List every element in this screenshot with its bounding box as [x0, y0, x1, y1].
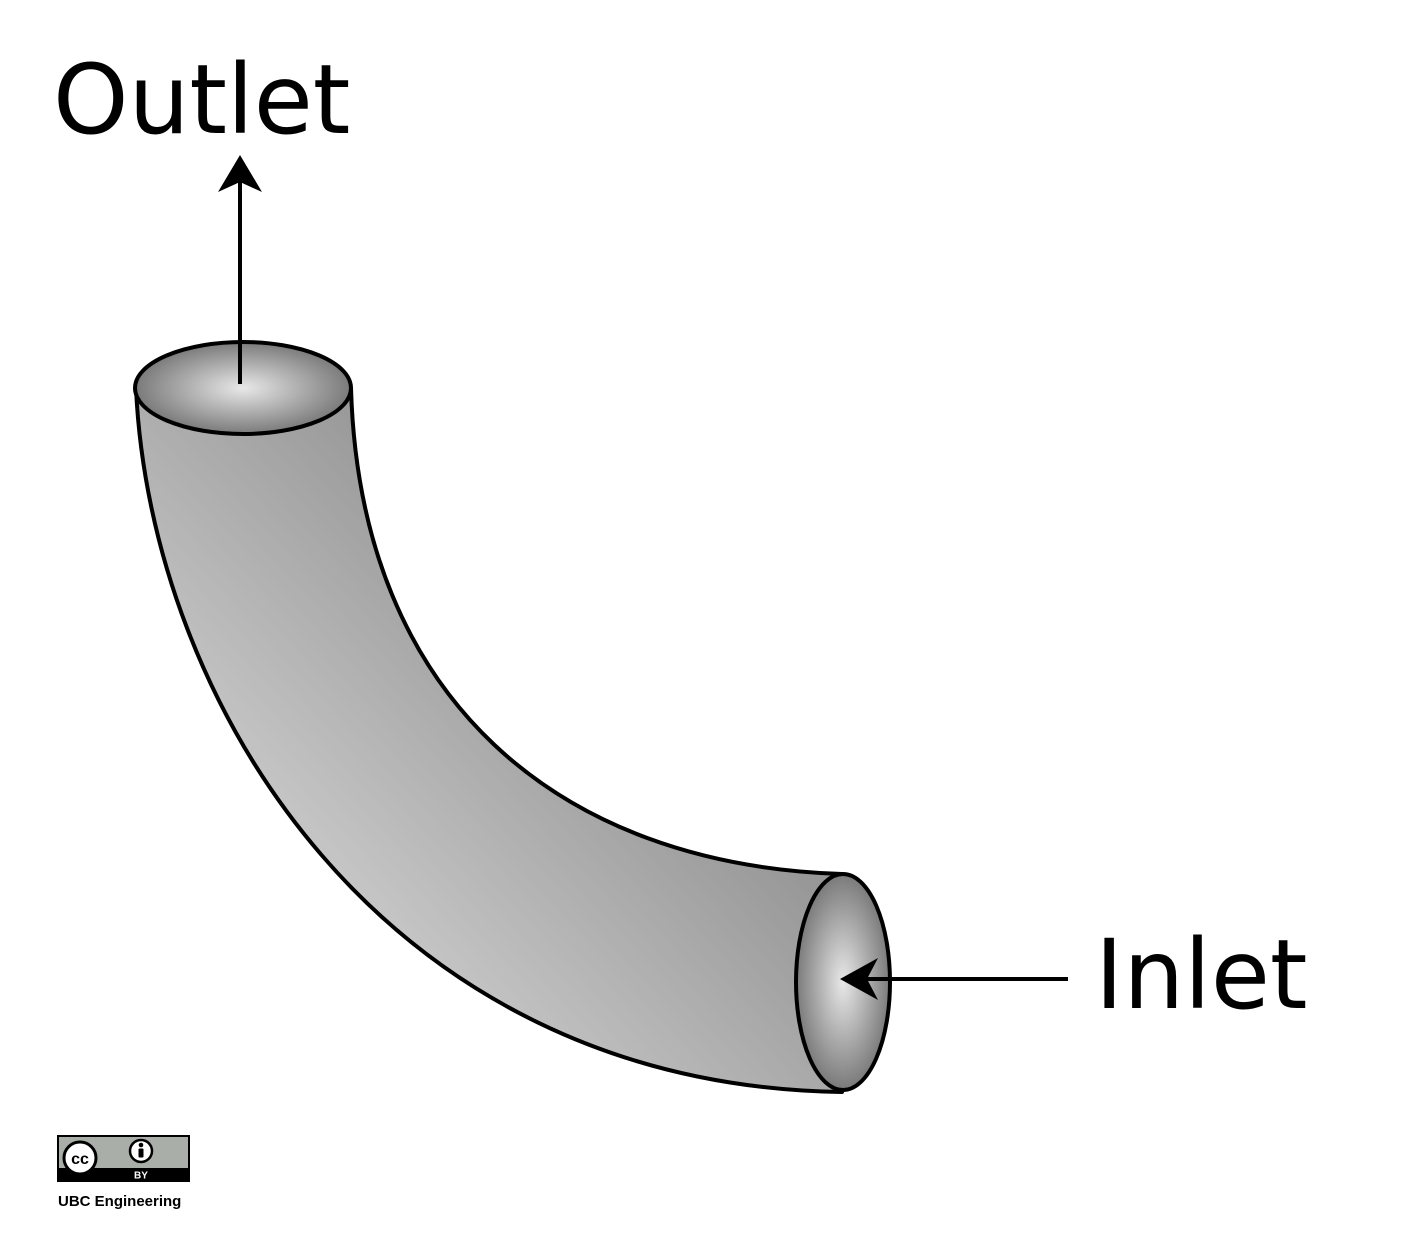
license-badge: cc BY — [57, 1135, 190, 1182]
pipe-body — [134, 386, 844, 1094]
creative-commons-icon: cc — [62, 1140, 98, 1176]
cc-mark: cc — [71, 1151, 89, 1168]
outlet-label: Outlet — [53, 44, 350, 156]
attribution-person-icon — [128, 1138, 154, 1164]
outlet-opening — [133, 340, 353, 436]
inlet-label: Inlet — [1095, 919, 1308, 1031]
inlet-opening — [794, 872, 892, 1092]
attribution-text: UBC Engineering — [58, 1193, 181, 1210]
inlet-arrow — [840, 958, 1068, 1000]
by-mark: BY — [134, 1171, 148, 1182]
outlet-arrow — [218, 155, 262, 384]
